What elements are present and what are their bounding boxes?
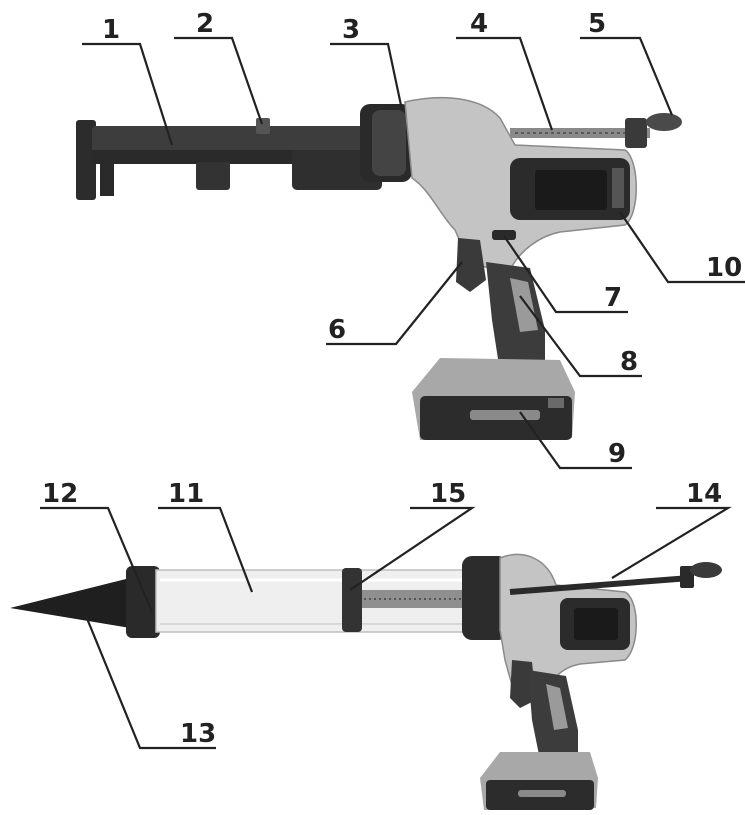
callout-11: 11	[168, 479, 204, 509]
leader-2	[174, 36, 264, 125]
holder-clip	[256, 118, 270, 134]
callout-9: 9	[608, 439, 626, 469]
callout-labels: 1 2 3 4 5 6 7 8 9 10 11 12 13 14 15	[42, 9, 742, 749]
switch-button	[492, 230, 516, 240]
leader-6	[326, 261, 463, 346]
callout-13: 13	[180, 719, 216, 749]
tube-rear-collar	[462, 556, 508, 640]
leader-10	[619, 211, 745, 284]
leader-12	[40, 506, 154, 613]
rod-handle	[625, 113, 682, 148]
callout-8: 8	[620, 347, 638, 377]
battery-pack	[412, 358, 575, 440]
leader-7	[503, 235, 628, 314]
callout-5: 5	[588, 9, 606, 39]
callout-10: 10	[706, 253, 742, 283]
long-rod	[509, 562, 722, 595]
leader-11	[158, 506, 254, 593]
callout-3: 3	[342, 15, 360, 45]
front-collar	[360, 104, 412, 182]
leader-1	[82, 42, 174, 146]
nozzle	[10, 578, 130, 628]
gun-with-holder	[76, 96, 682, 440]
grip-handle	[486, 262, 545, 372]
front-cap	[126, 566, 160, 638]
cartridge-holder	[76, 120, 382, 200]
leader-4	[456, 36, 554, 131]
leader-15	[349, 506, 476, 591]
callout-12: 12	[42, 479, 78, 509]
callout-6: 6	[328, 315, 346, 345]
callout-4: 4	[470, 9, 488, 39]
leader-lines	[40, 36, 745, 750]
callout-15: 15	[430, 479, 466, 509]
callout-7: 7	[604, 283, 622, 313]
gun-with-tube	[10, 553, 722, 810]
leader-3	[330, 42, 404, 111]
rear-window	[510, 158, 630, 220]
leader-8	[519, 295, 642, 378]
leader-14	[611, 506, 732, 579]
callout-1: 1	[102, 15, 120, 45]
callout-14: 14	[686, 479, 722, 509]
leader-9	[519, 411, 632, 470]
leader-13	[84, 615, 216, 750]
callout-2: 2	[196, 9, 214, 39]
plunger-rod	[510, 128, 650, 138]
leader-5	[580, 36, 674, 116]
trigger	[456, 238, 486, 292]
